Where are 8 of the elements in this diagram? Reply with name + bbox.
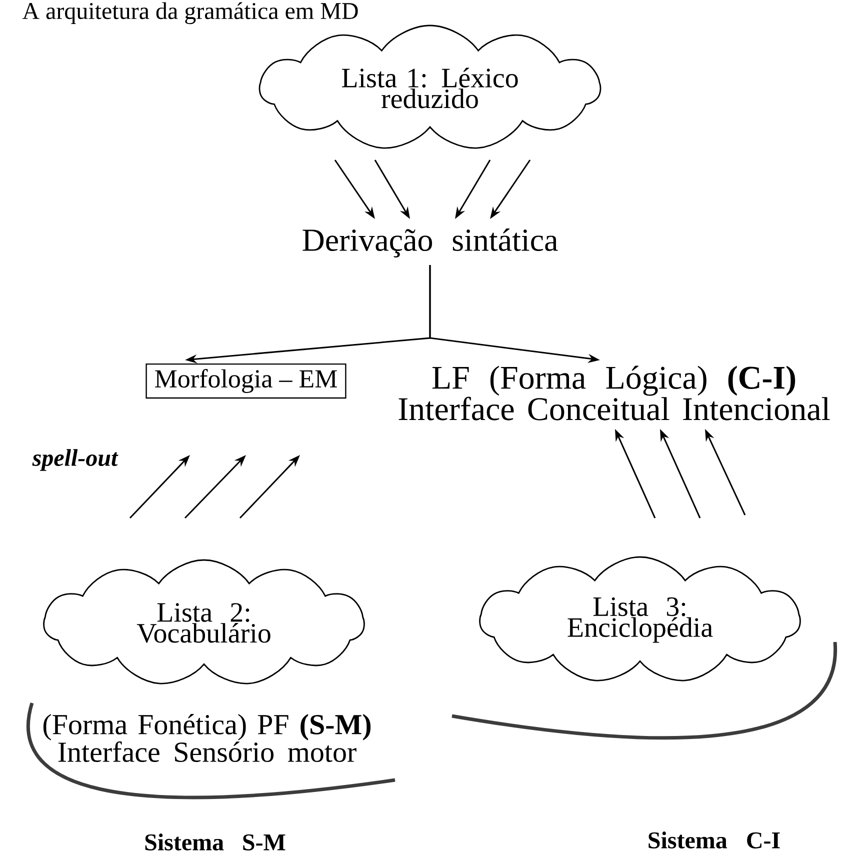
morphology-box: Morfologia – EM	[146, 363, 346, 399]
node-text: Derivação sintática	[302, 228, 558, 258]
interface-label: (Forma Fonética) PF (S-M) Interface Sensório motor	[43, 714, 371, 762]
title: A arquitetura da gramática em MD	[22, 2, 358, 24]
system-label: Sistema S-M	[145, 834, 286, 850]
system-label: Sistema C-I	[648, 832, 780, 848]
node-text: LF (Forma Lógica) (C-I) Interface Conceitual Intencional	[398, 366, 830, 420]
edge-label: spell-out	[32, 449, 118, 471]
